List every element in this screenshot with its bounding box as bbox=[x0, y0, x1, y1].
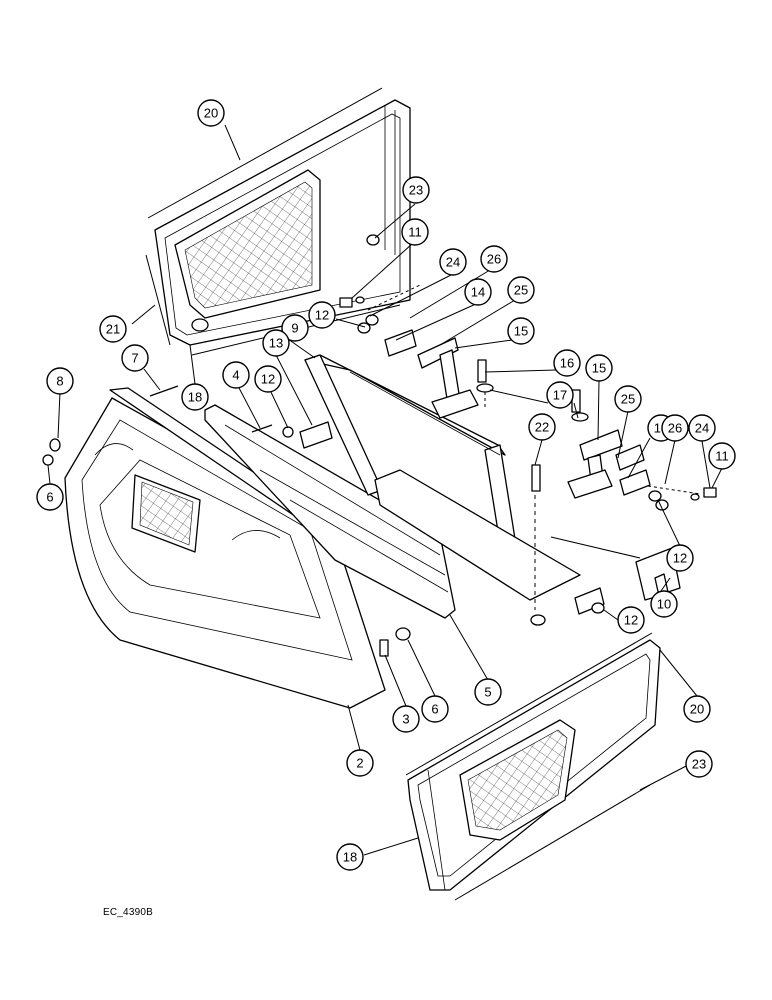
svg-text:24: 24 bbox=[695, 421, 709, 436]
svg-text:5: 5 bbox=[484, 685, 491, 700]
svg-text:13: 13 bbox=[269, 336, 283, 351]
svg-text:15: 15 bbox=[592, 361, 606, 376]
callout-24: 24 bbox=[688, 414, 716, 442]
lower-side-panel bbox=[407, 639, 661, 891]
support-frame bbox=[304, 354, 581, 601]
callout-17: 17 bbox=[546, 381, 574, 409]
callout-22: 22 bbox=[528, 413, 556, 441]
svg-text:2: 2 bbox=[356, 756, 363, 771]
callout-12: 12 bbox=[308, 301, 336, 329]
callout-14: 14 bbox=[464, 278, 492, 306]
svg-text:12: 12 bbox=[673, 551, 687, 566]
svg-text:17: 17 bbox=[553, 388, 567, 403]
callout-26: 26 bbox=[661, 414, 689, 442]
callout-11: 11 bbox=[401, 218, 429, 246]
upper-hinge-bracket bbox=[417, 337, 479, 419]
hinge-plates bbox=[299, 329, 651, 615]
svg-text:14: 14 bbox=[471, 285, 485, 300]
callout-16: 16 bbox=[553, 349, 581, 377]
callout-24: 24 bbox=[439, 248, 467, 276]
callout-13: 13 bbox=[262, 329, 290, 357]
callout-18: 18 bbox=[336, 843, 364, 871]
callout-10: 10 bbox=[650, 590, 678, 618]
callout-26: 26 bbox=[480, 245, 508, 273]
svg-text:15: 15 bbox=[514, 324, 528, 339]
svg-text:20: 20 bbox=[204, 106, 218, 121]
svg-text:24: 24 bbox=[446, 255, 460, 270]
callout-12: 12 bbox=[254, 365, 282, 393]
callout-3: 3 bbox=[392, 705, 420, 733]
svg-text:20: 20 bbox=[690, 702, 704, 717]
svg-text:18: 18 bbox=[188, 390, 202, 405]
svg-text:16: 16 bbox=[560, 356, 574, 371]
svg-text:6: 6 bbox=[431, 702, 438, 717]
svg-text:11: 11 bbox=[408, 225, 422, 240]
callout-4: 4 bbox=[222, 361, 250, 389]
callout-2: 2 bbox=[346, 749, 374, 777]
callout-20: 20 bbox=[197, 99, 225, 127]
callout-9: 9 bbox=[281, 314, 309, 342]
callout-15: 15 bbox=[585, 354, 613, 382]
bolts-and-nuts bbox=[42, 296, 717, 657]
svg-text:25: 25 bbox=[514, 283, 528, 298]
svg-text:22: 22 bbox=[535, 420, 549, 435]
callout-7: 7 bbox=[121, 344, 149, 372]
lower-hinge-bracket bbox=[567, 429, 623, 499]
upper-side-panel bbox=[154, 99, 411, 346]
svg-text:6: 6 bbox=[46, 490, 53, 505]
callout-21: 21 bbox=[99, 315, 127, 343]
pin-dashes bbox=[367, 284, 701, 610]
callout-balloons: 20 23 11 24 26 14 25 12 9 15 21 18 13 16… bbox=[36, 99, 736, 871]
svg-text:4: 4 bbox=[232, 368, 239, 383]
svg-text:3: 3 bbox=[402, 712, 409, 727]
svg-text:26: 26 bbox=[668, 421, 682, 436]
svg-text:21: 21 bbox=[106, 322, 120, 337]
svg-text:23: 23 bbox=[692, 757, 706, 772]
callout-11: 11 bbox=[708, 442, 736, 470]
callout-23: 23 bbox=[402, 176, 430, 204]
callout-18: 18 bbox=[181, 383, 209, 411]
svg-text:11: 11 bbox=[715, 449, 729, 464]
svg-text:9: 9 bbox=[291, 321, 298, 336]
svg-text:23: 23 bbox=[409, 183, 423, 198]
svg-text:8: 8 bbox=[56, 374, 63, 389]
svg-text:12: 12 bbox=[624, 613, 638, 628]
callout-6: 6 bbox=[36, 483, 64, 511]
callout-12: 12 bbox=[666, 544, 694, 572]
callout-8: 8 bbox=[46, 367, 74, 395]
callout-15: 15 bbox=[507, 317, 535, 345]
lower-panel-trim-strips bbox=[405, 632, 653, 901]
callout-6: 6 bbox=[421, 695, 449, 723]
figure-code: EC_4390B bbox=[103, 907, 153, 918]
svg-text:12: 12 bbox=[315, 308, 329, 323]
svg-text:10: 10 bbox=[657, 597, 671, 612]
svg-text:26: 26 bbox=[487, 252, 501, 267]
svg-text:25: 25 bbox=[621, 392, 635, 407]
callout-5: 5 bbox=[474, 678, 502, 706]
callout-12: 12 bbox=[617, 606, 645, 634]
grille-bar bbox=[204, 404, 456, 619]
svg-text:18: 18 bbox=[343, 850, 357, 865]
callout-25: 25 bbox=[614, 385, 642, 413]
svg-text:7: 7 bbox=[131, 351, 138, 366]
callout-20: 20 bbox=[683, 695, 711, 723]
callout-25: 25 bbox=[507, 276, 535, 304]
callout-23: 23 bbox=[685, 750, 713, 778]
svg-text:12: 12 bbox=[261, 372, 275, 387]
